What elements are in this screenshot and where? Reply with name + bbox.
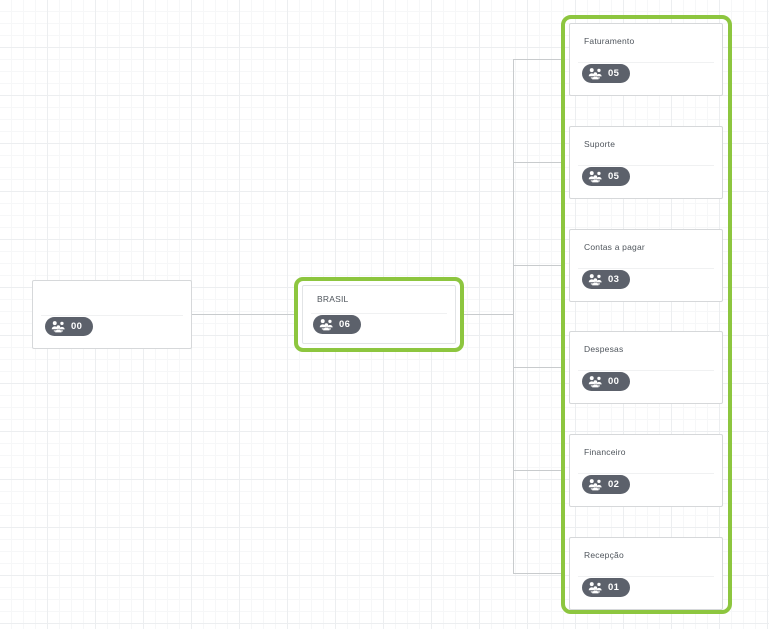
- node-department-member-badge[interactable]: 05: [582, 167, 631, 186]
- connector-trunk-to-department-6: [513, 573, 565, 574]
- node-department-member-count: 05: [608, 67, 620, 79]
- node-department-divider: [578, 473, 714, 474]
- node-department-member-badge[interactable]: 02: [582, 475, 631, 494]
- node-department-faturamento[interactable]: Faturamento 05: [569, 23, 723, 96]
- node-department-title: Contas a pagar: [584, 242, 645, 252]
- node-root-member-badge[interactable]: 00: [45, 317, 94, 336]
- users-group-icon: [588, 171, 602, 183]
- node-department-title: Recepção: [584, 550, 624, 560]
- node-root-member-count: 00: [71, 320, 83, 332]
- node-department-contas-a-pagar[interactable]: Contas a pagar 03: [569, 229, 723, 302]
- connector-trunk-to-department-2: [513, 162, 565, 163]
- node-root[interactable]: 00: [32, 280, 192, 349]
- connector-trunk-to-department-3: [513, 265, 565, 266]
- node-country-member-count: 06: [339, 318, 351, 330]
- connector-trunk-to-department-1: [513, 59, 565, 60]
- node-country-divider: [311, 313, 447, 314]
- node-department-recepcao[interactable]: Recepção 01: [569, 537, 723, 610]
- node-department-title: Faturamento: [584, 36, 635, 46]
- node-department-divider: [578, 576, 714, 577]
- users-group-icon: [588, 376, 602, 388]
- connector-root-to-country: [192, 314, 294, 315]
- users-group-icon: [588, 68, 602, 80]
- node-department-title: Suporte: [584, 139, 616, 149]
- connector-trunk-to-department-4: [513, 367, 565, 368]
- node-department-financeiro[interactable]: Financeiro 02: [569, 434, 723, 507]
- node-department-divider: [578, 370, 714, 371]
- users-group-icon: [319, 319, 333, 331]
- users-group-icon: [588, 582, 602, 594]
- node-department-member-count: 02: [608, 478, 620, 490]
- node-department-divider: [578, 165, 714, 166]
- node-department-member-count: 03: [608, 273, 620, 285]
- node-department-divider: [578, 268, 714, 269]
- node-department-member-count: 05: [608, 170, 620, 182]
- node-department-member-badge[interactable]: 01: [582, 578, 631, 597]
- node-department-despesas[interactable]: Despesas 00: [569, 331, 723, 404]
- connector-trunk-vertical: [513, 59, 514, 574]
- node-country[interactable]: BRASIL 06: [302, 285, 456, 344]
- users-group-icon: [51, 321, 65, 333]
- node-country-member-badge[interactable]: 06: [313, 315, 362, 334]
- users-group-icon: [588, 274, 602, 286]
- node-department-member-badge[interactable]: 05: [582, 64, 631, 83]
- node-department-member-count: 00: [608, 375, 620, 387]
- node-department-title: Despesas: [584, 344, 624, 354]
- node-department-title: Financeiro: [584, 447, 626, 457]
- node-department-member-badge[interactable]: 00: [582, 372, 631, 391]
- node-department-divider: [578, 62, 714, 63]
- connector-trunk-to-department-5: [513, 470, 565, 471]
- department-group-selection-highlight: [561, 15, 732, 614]
- connector-country-to-trunk: [463, 314, 514, 315]
- node-department-member-badge[interactable]: 03: [582, 270, 631, 289]
- node-root-divider: [41, 315, 183, 316]
- node-department-member-count: 01: [608, 581, 620, 593]
- node-department-suporte[interactable]: Suporte 05: [569, 126, 723, 199]
- node-country-title: BRASIL: [317, 294, 349, 304]
- users-group-icon: [588, 479, 602, 491]
